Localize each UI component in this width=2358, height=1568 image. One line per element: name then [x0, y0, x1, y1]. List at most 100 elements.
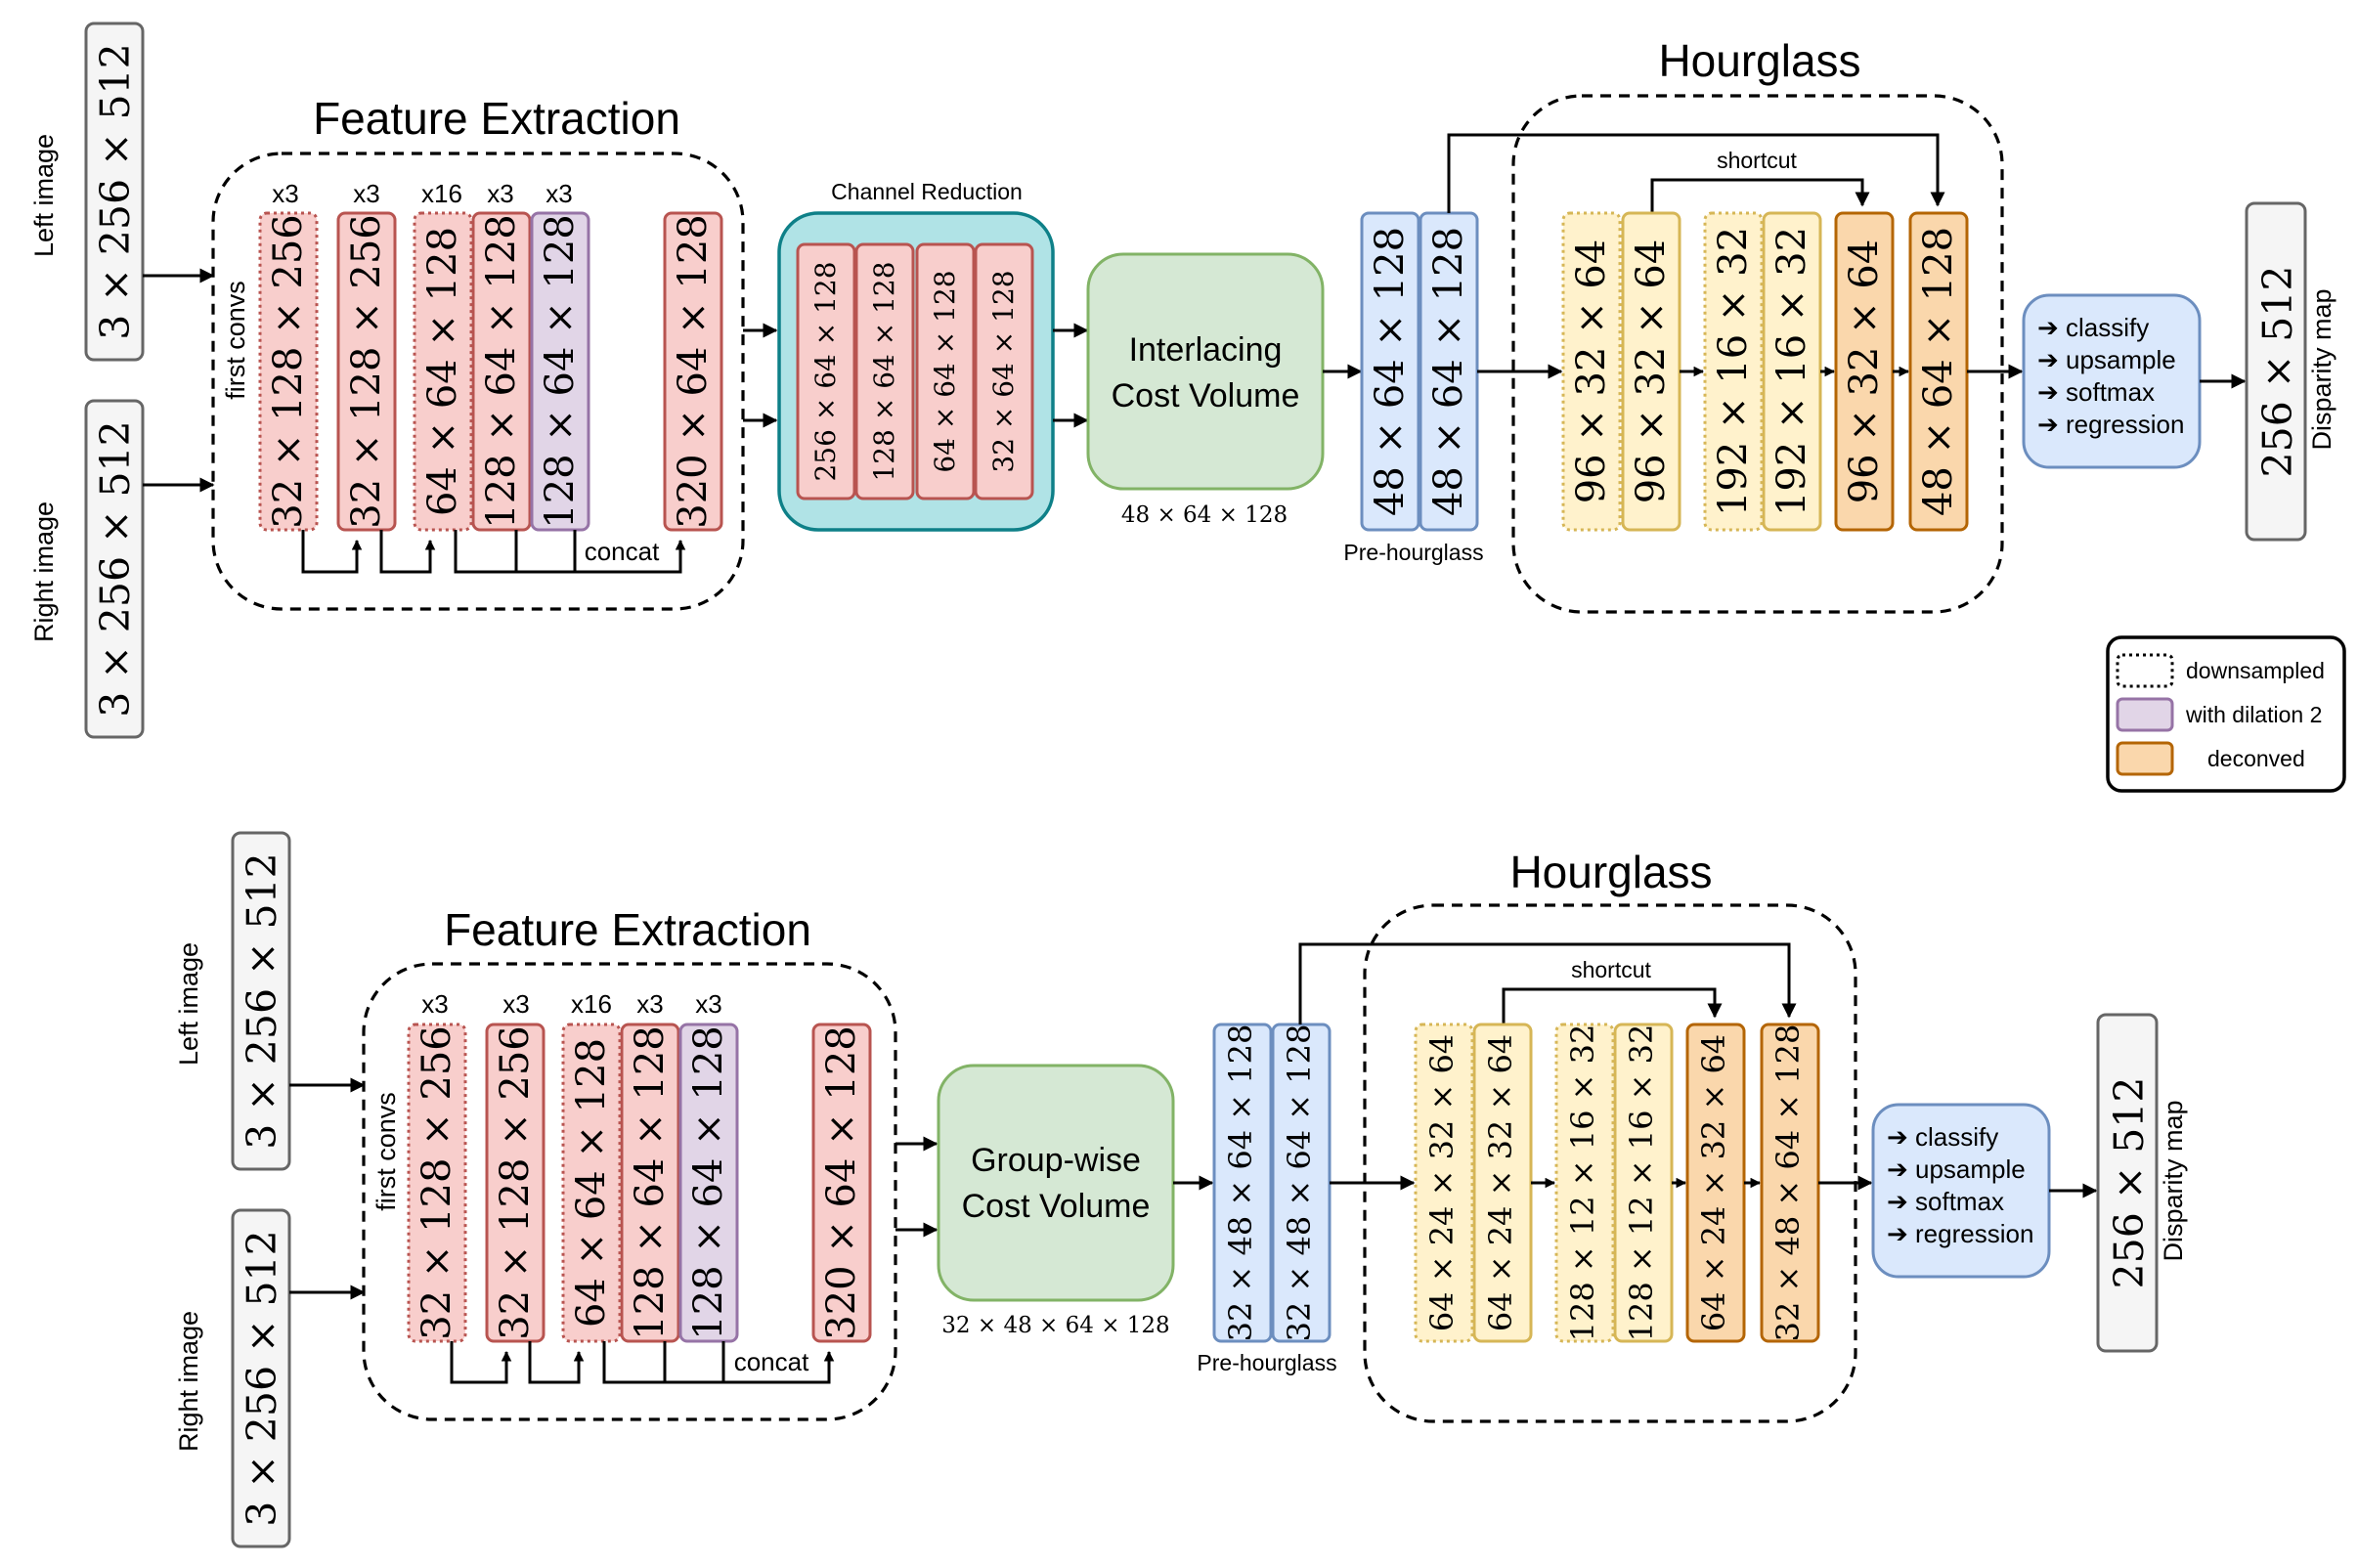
svg-text:128 × 64 × 128: 128 × 64 × 128: [628, 1025, 673, 1339]
legend-swatch-downsampled: [2116, 653, 2174, 688]
svg-text:128 × 64 × 128: 128 × 64 × 128: [686, 1025, 731, 1339]
svg-text:192 × 16 × 32: 192 × 16 × 32: [1769, 227, 1814, 516]
fe-block: 32 × 128 × 256: [485, 1023, 546, 1343]
left-image-shape: 3 × 256 × 512: [92, 43, 139, 339]
repeat-label: x3: [353, 179, 379, 208]
svg-text:256 × 512: 256 × 512: [2254, 266, 2301, 478]
bottom-right-input: Right image 3 × 256 × 512: [174, 1208, 291, 1548]
shortcut-connection: [1650, 178, 1870, 213]
svg-text:64 × 64 × 128: 64 × 64 × 128: [420, 227, 465, 516]
legend-item: with dilation 2: [2185, 702, 2322, 727]
concat-connection: [602, 1341, 835, 1384]
left-image-label: Left image: [174, 942, 203, 1066]
fe-title: Feature Extraction: [313, 93, 680, 144]
svg-text:48 × 64 × 128: 48 × 64 × 128: [1368, 227, 1413, 516]
svg-text:256 × 512: 256 × 512: [2106, 1077, 2153, 1289]
svg-text:96 × 32 × 64: 96 × 32 × 64: [1842, 240, 1887, 504]
fe-block: 320 × 64 × 128: [663, 211, 723, 532]
fe-block-dilated: 128 × 64 × 128: [530, 211, 590, 532]
left-image-shape-box: [84, 22, 145, 362]
svg-text:64 × 24 × 32 × 64: 64 × 24 × 32 × 64: [1423, 1034, 1461, 1331]
shortcut-connection: [1502, 987, 1723, 1024]
bottom-diagram: Left image 3 × 256 × 512 Right image 3 ×…: [174, 831, 2188, 1548]
legend: downsampled with dilation 2 deconved: [2106, 635, 2346, 793]
head-step: ➔ regression: [1887, 1219, 2033, 1248]
right-image-label: Right image: [174, 1311, 203, 1452]
shortcut-label: shortcut: [1717, 148, 1797, 173]
hourglass-dashed-boundary: [1363, 903, 1857, 1423]
top-right-input: Right image 3 × 256 × 512: [29, 399, 145, 739]
fe-block: 32 × 128 × 256: [258, 211, 319, 532]
hg-block: 128 × 12 × 16 × 32: [1554, 1023, 1615, 1343]
hg-block: 192 × 16 × 32: [1703, 211, 1764, 532]
fe-block: 32 × 128 × 256: [407, 1023, 467, 1343]
head-step: ➔ classify: [2037, 313, 2149, 342]
legend-item: downsampled: [2186, 658, 2325, 683]
hourglass-title: Hourglass: [1658, 35, 1860, 86]
pre-hourglass-block: 32 × 48 × 64 × 128: [1271, 1023, 1332, 1343]
svg-text:64 × 64 × 128: 64 × 64 × 128: [929, 270, 961, 472]
svg-text:32 × 128 × 256: 32 × 128 × 256: [266, 214, 311, 528]
svg-text:48 × 64 × 128: 48 × 64 × 128: [1426, 227, 1471, 516]
svg-text:32 × 64 × 128: 32 × 64 × 128: [987, 270, 1020, 472]
right-image-shape-box: [84, 399, 145, 739]
cr-block: 64 × 64 × 128: [915, 242, 976, 501]
svg-text:32 × 128 × 256: 32 × 128 × 256: [415, 1025, 459, 1339]
svg-text:128 × 64 × 128: 128 × 64 × 128: [868, 261, 900, 481]
pre-hourglass-block: 32 × 48 × 64 × 128: [1212, 1023, 1273, 1343]
pre-hourglass-block: 48 × 64 × 128: [1360, 211, 1420, 532]
top-left-input: Left image 3 × 256 × 512: [29, 22, 145, 362]
right-image-shape: 3 × 256 × 512: [92, 420, 139, 717]
svg-text:128 × 12 × 16 × 32: 128 × 12 × 16 × 32: [1623, 1024, 1660, 1342]
left-image-label: Left image: [29, 134, 59, 257]
hg-block-deconved: 48 × 64 × 128: [1908, 211, 1969, 532]
fe-block: 32 × 128 × 256: [336, 211, 397, 532]
shortcut-label: shortcut: [1571, 957, 1651, 982]
left-image-shape: 3 × 256 × 512: [239, 852, 285, 1149]
legend-swatch-deconved: [2116, 741, 2174, 776]
svg-text:256 × 64 × 128: 256 × 64 × 128: [809, 261, 842, 481]
hg-block-deconved: 96 × 32 × 64: [1834, 211, 1895, 532]
disparity-output: 256 × 512: [2245, 201, 2307, 542]
fe-block: 64 × 64 × 128: [413, 211, 473, 532]
right-image-label: Right image: [29, 501, 59, 642]
svg-text:64 × 24 × 32 × 64: 64 × 24 × 32 × 64: [1695, 1034, 1732, 1331]
repeat-label: x16: [571, 989, 612, 1019]
interlacing-cost-volume: Interlacing Cost Volume: [1086, 252, 1325, 491]
hg-block: 192 × 16 × 32: [1762, 211, 1822, 532]
disparity-output: 256 × 512: [2096, 1013, 2159, 1353]
hg-block: 96 × 32 × 64: [1561, 211, 1622, 532]
svg-text:64 × 24 × 32 × 64: 64 × 24 × 32 × 64: [1482, 1034, 1519, 1331]
cr-block: 32 × 64 × 128: [974, 242, 1034, 501]
concat-connection: [454, 530, 686, 574]
svg-text:Cost Volume: Cost Volume: [1112, 377, 1300, 414]
cost-volume-shape: 32 × 48 × 64 × 128: [941, 1313, 1169, 1338]
legend-item: deconved: [2207, 746, 2305, 771]
svg-text:32 × 48 × 64 × 128: 32 × 48 × 64 × 128: [1222, 1024, 1259, 1342]
repeat-label: x3: [546, 179, 572, 208]
disparity-map-label: Disparity map: [2159, 1100, 2188, 1261]
fe-block: 320 × 64 × 128: [811, 1023, 872, 1343]
head-step: ➔ upsample: [1887, 1154, 2026, 1184]
fe-block-dilated: 128 × 64 × 128: [678, 1023, 739, 1343]
svg-text:128 × 12 × 16 × 32: 128 × 12 × 16 × 32: [1564, 1024, 1601, 1342]
svg-text:320 × 64 × 128: 320 × 64 × 128: [819, 1025, 864, 1339]
cr-block: 256 × 64 × 128: [796, 242, 856, 501]
svg-text:Group-wise: Group-wise: [971, 1142, 1141, 1179]
residual-connection: [1447, 133, 1945, 213]
fe-block: 128 × 64 × 128: [471, 211, 532, 532]
repeat-label: x16: [421, 179, 462, 208]
fe-block: 64 × 64 × 128: [561, 1023, 622, 1343]
hg-block: 128 × 12 × 16 × 32: [1613, 1023, 1674, 1343]
svg-text:Interlacing: Interlacing: [1129, 331, 1283, 369]
skip-connection: [379, 530, 436, 574]
svg-text:64 × 64 × 128: 64 × 64 × 128: [569, 1038, 614, 1328]
svg-text:32 × 128 × 256: 32 × 128 × 256: [493, 1025, 538, 1339]
pre-hourglass-block: 48 × 64 × 128: [1419, 211, 1479, 532]
top-diagram: Left image 3 × 256 × 512 Right image 3 ×…: [29, 22, 2346, 793]
svg-text:32 × 48 × 64 × 128: 32 × 48 × 64 × 128: [1281, 1024, 1318, 1342]
svg-text:32 × 48 × 64 × 128: 32 × 48 × 64 × 128: [1769, 1024, 1807, 1342]
head-step: ➔ softmax: [1887, 1187, 2004, 1216]
svg-text:128 × 64 × 128: 128 × 64 × 128: [479, 214, 524, 528]
